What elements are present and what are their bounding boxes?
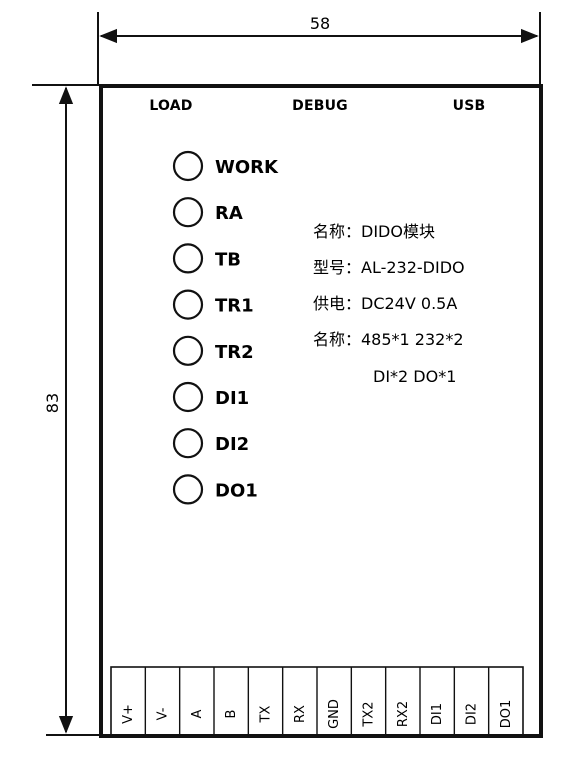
terminal-v-label: V- <box>156 707 171 720</box>
led-label: TB <box>215 249 241 270</box>
led-circle <box>172 474 204 505</box>
width-dimension: 58 <box>97 12 541 84</box>
led-tr2: TR2 <box>172 335 254 366</box>
led-ra: RA <box>172 197 243 228</box>
ports: LOAD DEBUG USB <box>149 98 485 114</box>
led-label: TR1 <box>215 296 254 317</box>
led-do1: DO1 <box>172 474 258 505</box>
led-di1: DI1 <box>172 381 249 413</box>
led-tb: TB <box>172 243 241 274</box>
led-work: WORK <box>172 150 279 182</box>
terminal-b-label: B <box>224 710 239 719</box>
led-label: DI1 <box>215 388 249 409</box>
terminal-di1-label: DI1 <box>430 703 445 725</box>
led-tr1: TR1 <box>172 289 254 320</box>
led-circle <box>172 150 204 182</box>
terminal-block: V+ V- A B TX RX GND TX2 RX2 DI1 DI2 DO1 <box>110 666 524 736</box>
port-usb: USB <box>453 98 486 114</box>
terminal-gnd-label: GND <box>327 699 342 729</box>
terminal-do1-label: DO1 <box>499 700 514 729</box>
terminal-rx-label: RX <box>293 705 308 723</box>
terminal-tx2-label: TX2 <box>362 701 377 727</box>
port-debug: DEBUG <box>292 98 348 114</box>
info-line-power: 供电：DC24V 0.5A <box>313 294 457 313</box>
led-circle <box>172 289 204 320</box>
info-line-io: DI*2 DO*1 <box>373 367 456 386</box>
led-label: DI2 <box>215 434 249 455</box>
led-label: TR2 <box>215 342 254 363</box>
height-label: 83 <box>43 393 62 413</box>
terminal-a-label: A <box>190 709 205 718</box>
led-circle <box>172 381 204 413</box>
led-label: WORK <box>215 157 279 178</box>
led-di2: DI2 <box>172 428 249 459</box>
port-load: LOAD <box>149 98 192 114</box>
terminal-v-label: V+ <box>121 704 136 724</box>
module-outline <box>99 84 543 738</box>
led-label: DO1 <box>215 480 258 501</box>
width-label: 58 <box>310 14 330 33</box>
led-circle <box>172 197 204 228</box>
info-block: 名称：DIDO模块 型号：AL-232-DIDO 供电：DC24V 0.5A 名… <box>313 222 465 386</box>
terminal-tx-label: TX <box>259 705 274 723</box>
info-line-interfaces: 名称：485*1 232*2 <box>313 330 464 349</box>
info-line-model: 型号：AL-232-DIDO <box>313 258 465 277</box>
info-line-name: 名称：DIDO模块 <box>313 222 435 241</box>
led-circle <box>172 335 204 366</box>
led-label: RA <box>215 203 243 224</box>
height-dimension: 83 <box>32 84 103 736</box>
led-circle <box>172 243 204 274</box>
terminal-rx2-label: RX2 <box>396 701 411 727</box>
terminal-di2-label: DI2 <box>465 703 480 725</box>
led-circle <box>172 428 204 459</box>
